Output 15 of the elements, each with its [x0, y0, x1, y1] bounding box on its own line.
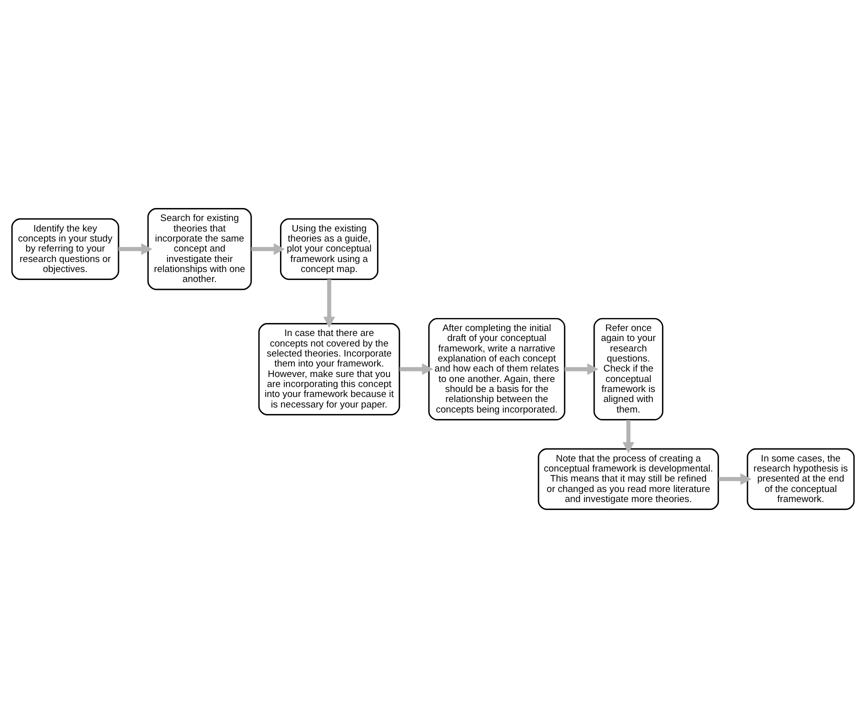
node-box: After completing the initial draft of your conceptual framework, write a narrative explanation of each concept and how each of them relates to one another. Again, there should be a basis for the relationship between the concepts being incorporated. [428, 318, 565, 420]
node-box: In some cases, the research hypothesis is presented at the end of the conceptual framework. [746, 448, 854, 510]
arrow [250, 243, 284, 255]
arrow [399, 363, 433, 376]
node-box: Search for existing theories that incorporate the same concept and investigate their relationships with one another. [146, 208, 252, 290]
node-box: Identify the key concepts in your study by referring to your research questions or objectives. [10, 218, 119, 280]
node-box: In case that there are concepts not covered by the selected theories. Incorporate them into your framework. However, make sure that you are incorporating this concept into your framework because it is necessary for your paper. [258, 323, 400, 416]
node-box: Refer once again to your research questions. Check if the conceptual framework is aligned with them. [592, 318, 663, 420]
arrow [622, 420, 634, 454]
node-box: Note that the process of creating a conceptual framework is developmental. This means that it may still be refined or changed as you read more literature and investigate more theories. [537, 448, 718, 510]
node-box: Using the existing theories as a guide, plot your conceptual framework using a concept map. [280, 218, 378, 280]
arrow [564, 363, 598, 376]
arrow [118, 243, 152, 255]
arrow [322, 279, 335, 328]
arrow [718, 473, 752, 485]
